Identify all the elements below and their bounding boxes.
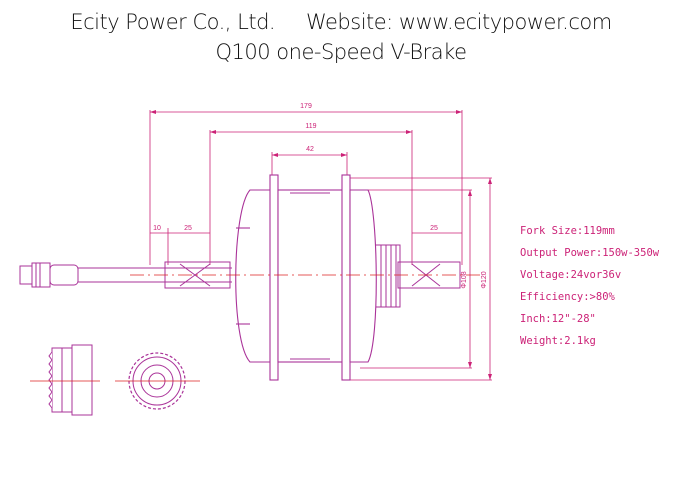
spec-efficiency: Efficiency:>80% [520,291,615,303]
gear-side-view [48,344,93,416]
model-title: Q100 one-Speed V-Brake [215,40,468,64]
dim-right-25: 25 [430,225,438,232]
dim-left-25: 25 [184,225,192,232]
dim-hub-width: 119 [305,123,316,130]
dim-dia-inner: Φ108 [461,271,468,288]
spec-fork-size: Fork Size:119mm [520,225,615,237]
spec-inch: Inch:12"-28" [520,313,596,325]
website: Website: www.ecitypower.com [305,10,612,34]
dimension-arrows [150,110,492,380]
spec-weight: Weight:2.1kg [520,335,596,347]
dim-dia-outer: Φ120 [481,271,488,288]
cable-connector [19,262,232,288]
spec-voltage: Voltage:24vor36v [520,269,622,281]
dimension-lines [149,110,492,381]
dim-overall: 179 [300,103,312,110]
hub-body [235,174,377,381]
dim-left-small: 10 [153,225,161,232]
company-name: Ecity Power Co., Ltd. [70,10,276,34]
spec-output-power: Output Power:150w-350w [520,247,660,259]
company-header: Ecity Power Co., Ltd. Website: www.ecity… [0,10,682,34]
dim-flange: 42 [306,146,314,153]
